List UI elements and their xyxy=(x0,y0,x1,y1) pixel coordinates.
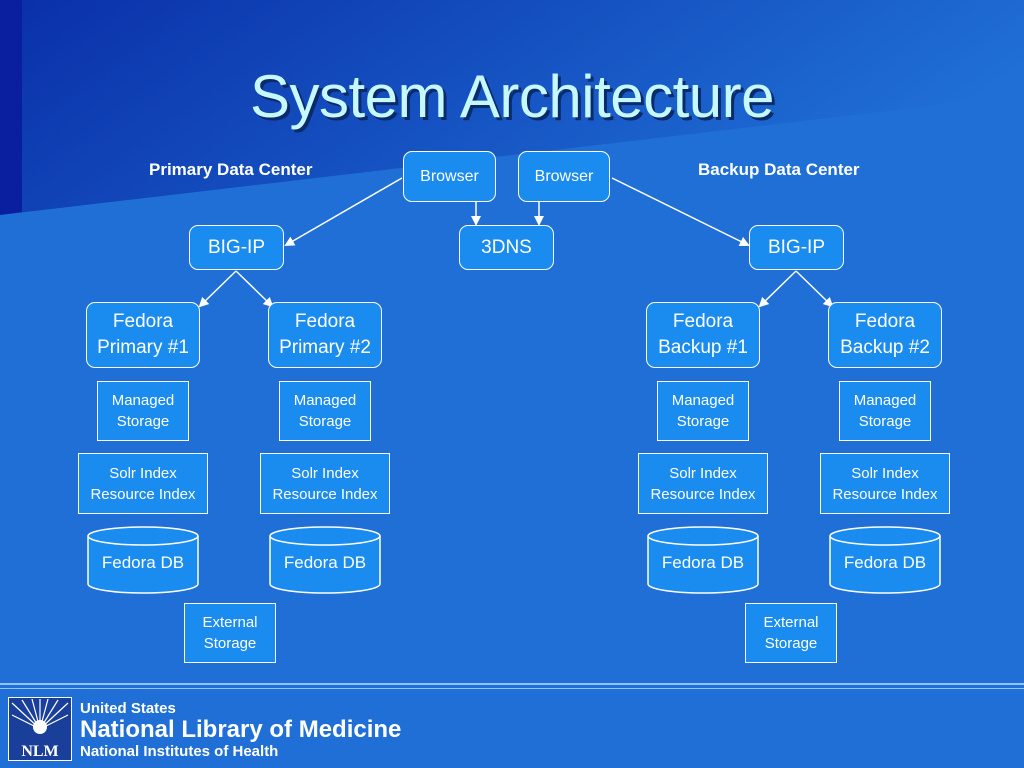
node-line: Fedora xyxy=(854,311,916,332)
node-line: Resource Index xyxy=(650,485,756,503)
bigip-node-left: BIG-IP xyxy=(189,225,284,270)
node-line: Solr Index xyxy=(669,464,737,482)
arrow-bigip-right-to-fedora-b1 xyxy=(758,270,797,308)
node-line: Solr Index xyxy=(109,464,177,482)
arrow-browser-to-bigip-left xyxy=(284,177,403,247)
node-line: Storage xyxy=(764,635,818,652)
node-line: Managed xyxy=(111,392,175,409)
node-line: Storage xyxy=(858,413,912,430)
fedora-db-backup-1: Fedora DB xyxy=(647,526,759,594)
node-line: Storage xyxy=(203,635,257,652)
footer-institute: National Institutes of Health xyxy=(80,743,279,760)
database-cylinder-icon xyxy=(829,526,941,594)
node-line: Fedora xyxy=(672,311,734,332)
node-line: External xyxy=(202,614,258,631)
fedora-backup-2-node: Fedora Backup #2 xyxy=(828,302,942,368)
node-line: Managed xyxy=(293,392,357,409)
footer-divider-thin xyxy=(0,688,1024,689)
node-line: Resource Index xyxy=(90,485,196,503)
node-line: Primary #2 xyxy=(279,337,371,358)
arrow-browser-to-bigip-right xyxy=(611,177,750,246)
arrow-bigip-left-to-fedora-p2 xyxy=(235,270,274,308)
solr-index-primary-1: Solr Index Resource Index xyxy=(78,453,208,514)
database-cylinder-icon xyxy=(87,526,199,594)
bigip-node-right: BIG-IP xyxy=(749,225,844,270)
solr-index-backup-1: Solr Index Resource Index xyxy=(638,453,768,514)
arrow-bigip-right-to-fedora-b2 xyxy=(795,270,834,308)
node-line: Fedora xyxy=(294,311,356,332)
database-cylinder-icon xyxy=(269,526,381,594)
fedora-db-primary-1: Fedora DB xyxy=(87,526,199,594)
node-line: Storage xyxy=(676,413,730,430)
db-label: Fedora DB xyxy=(101,553,185,572)
node-line: Managed xyxy=(671,392,735,409)
footer-library: National Library of Medicine xyxy=(80,716,402,743)
footer-country: United States xyxy=(80,700,176,717)
page-title: System Architecture xyxy=(249,63,775,130)
node-line: Primary #1 xyxy=(97,337,189,358)
node-line: Solr Index xyxy=(851,464,919,482)
node-line: Backup #2 xyxy=(840,337,930,358)
managed-storage-backup-2: Managed Storage xyxy=(839,381,931,441)
node-line: Managed xyxy=(853,392,917,409)
fedora-backup-1-node: Fedora Backup #1 xyxy=(646,302,760,368)
db-label: Fedora DB xyxy=(661,553,745,572)
footer-divider xyxy=(0,683,1024,685)
browser-node-left: Browser xyxy=(403,151,496,202)
node-line: Fedora xyxy=(112,311,174,332)
primary-data-center-label: Primary Data Center xyxy=(149,160,313,179)
logo-text: NLM xyxy=(21,743,58,760)
node-line: Storage xyxy=(298,413,352,430)
db-label: Fedora DB xyxy=(843,553,927,572)
managed-storage-backup-1: Managed Storage xyxy=(657,381,749,441)
external-storage-backup: External Storage xyxy=(745,603,837,663)
solr-index-backup-2: Solr Index Resource Index xyxy=(820,453,950,514)
fedora-primary-2-node: Fedora Primary #2 xyxy=(268,302,382,368)
arrow-bigip-left-to-fedora-p1 xyxy=(198,270,237,308)
node-line: Backup #1 xyxy=(658,337,748,358)
fedora-primary-1-node: Fedora Primary #1 xyxy=(86,302,200,368)
node-line: Resource Index xyxy=(272,485,378,503)
solr-index-primary-2: Solr Index Resource Index xyxy=(260,453,390,514)
node-line: Resource Index xyxy=(832,485,938,503)
database-cylinder-icon xyxy=(647,526,759,594)
external-storage-primary: External Storage xyxy=(184,603,276,663)
managed-storage-primary-2: Managed Storage xyxy=(279,381,371,441)
fedora-db-backup-2: Fedora DB xyxy=(829,526,941,594)
backup-data-center-label: Backup Data Center xyxy=(698,160,860,179)
db-label: Fedora DB xyxy=(283,553,367,572)
node-line: Solr Index xyxy=(291,464,359,482)
node-line: External xyxy=(763,614,819,631)
fedora-db-primary-2: Fedora DB xyxy=(269,526,381,594)
node-line: Storage xyxy=(116,413,170,430)
3dns-node: 3DNS xyxy=(459,225,554,270)
browser-node-right: Browser xyxy=(518,151,610,202)
managed-storage-primary-1: Managed Storage xyxy=(97,381,189,441)
nlm-logo-icon: NLM xyxy=(8,697,72,761)
